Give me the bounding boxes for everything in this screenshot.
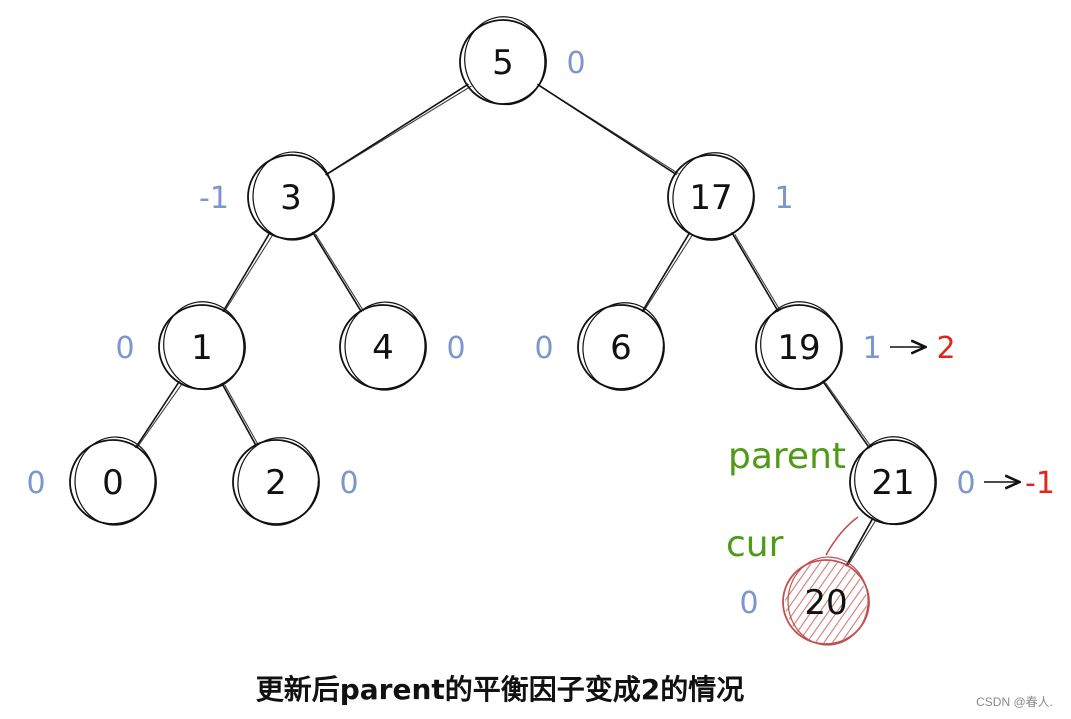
tree-edge-sketch (643, 233, 694, 312)
pointer-labels: parent cur (726, 436, 859, 565)
tree-edges (134, 83, 877, 567)
diagram-caption: 更新后parent的平衡因子变成2的情况 (255, 673, 745, 706)
updated-balance-factor: -1 (1025, 466, 1055, 501)
balance-factors: 0 -1 1 0 0 0 1 0 0 0 0 (26, 46, 975, 621)
tree-node-label: 19 (777, 328, 820, 368)
tree-edge (845, 517, 874, 567)
balance-factor: 0 (956, 466, 975, 501)
tree-edge-sketch (314, 233, 365, 312)
tree-edge (311, 231, 363, 313)
tree-node-sketch (464, 16, 546, 106)
tree-node-label: 2 (265, 463, 287, 503)
tree-edge-sketch (327, 85, 472, 175)
tree-edge-sketch (224, 384, 259, 446)
balance-factor: -1 (199, 181, 229, 216)
balance-factor: 0 (26, 466, 45, 501)
balance-factor: 0 (739, 586, 758, 621)
tree-node-label: 3 (280, 178, 302, 218)
tree-edge (731, 231, 779, 313)
balance-factor: 0 (566, 46, 585, 81)
tree-edge (821, 380, 871, 449)
tree-node-circle (247, 154, 335, 240)
tree-node-label: 0 (102, 463, 124, 503)
balance-factor: 0 (446, 331, 465, 366)
tree-node-sketch (163, 301, 245, 391)
tree-edge-sketch (734, 234, 781, 311)
balance-factor: 0 (534, 331, 553, 366)
cur-to-parent-link (825, 516, 859, 556)
tree-node-label: 20 (804, 583, 847, 623)
tree-edge (134, 380, 181, 449)
tree-node-label: 6 (610, 328, 632, 368)
tree-node-circle (339, 304, 427, 390)
tree-node-label: 17 (689, 178, 732, 218)
tree-edge (641, 231, 691, 313)
tree-node-sketch (854, 436, 936, 526)
tree-node-sketch (252, 151, 334, 241)
tree-edge (325, 83, 469, 176)
balance-factor: 0 (339, 466, 358, 501)
source-watermark: CSDN @春人. (976, 695, 1053, 709)
tree-node-label: 5 (492, 43, 514, 83)
highlight-fill (785, 561, 867, 643)
tree-node-sketch (344, 301, 426, 391)
balance-factor: 1 (774, 181, 793, 216)
tree-edge-sketch (137, 382, 183, 448)
tree-edge-sketch (847, 519, 877, 566)
tree-edge (221, 382, 257, 447)
tree-node-label: 1 (191, 328, 213, 368)
tree-node-circle (69, 439, 157, 525)
tree-node-sketch (760, 301, 842, 391)
tree-node-sketch (672, 152, 755, 241)
balance-factor: 0 (115, 331, 134, 366)
parent-pointer-label: parent (728, 436, 846, 477)
tree-node-sketch (237, 437, 320, 526)
tree-edge (222, 231, 271, 313)
tree-node-sketch (74, 436, 156, 526)
tree-nodes: 5 3 17 1 4 6 19 0 2 21 20 (69, 16, 937, 646)
tree-edge-sketch (824, 382, 873, 448)
updated-balance-factor: 2 (936, 331, 955, 366)
balance-factor: 1 (862, 331, 881, 366)
tree-node-label: 21 (871, 463, 914, 503)
tree-node-label: 4 (372, 328, 394, 368)
tree-node-sketch (582, 302, 665, 391)
balance-updates: 2 -1 (890, 331, 1055, 501)
tree-node-circle (782, 559, 870, 645)
cur-pointer-label: cur (726, 524, 784, 565)
tree-edge-sketch (224, 233, 274, 312)
tree-edge-sketch (540, 85, 679, 175)
tree-node-sketch (787, 556, 869, 646)
